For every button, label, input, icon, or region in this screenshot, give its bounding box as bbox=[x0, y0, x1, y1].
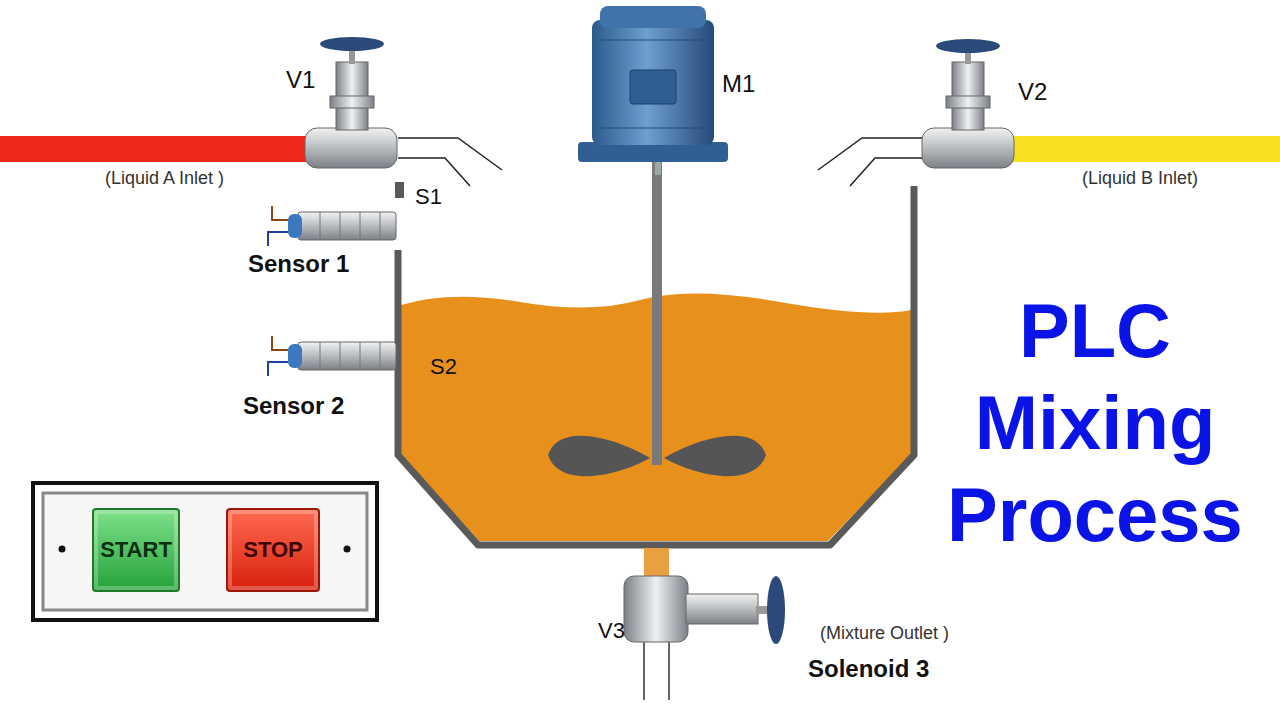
gate-valve bbox=[922, 39, 1014, 168]
motor-m1 bbox=[630, 70, 676, 104]
proximity-sensor bbox=[288, 344, 302, 368]
gate-valve bbox=[922, 128, 1014, 168]
part-name: S1 bbox=[415, 184, 442, 209]
outlet-pipe bbox=[668, 640, 670, 700]
inlet-duct bbox=[850, 158, 922, 186]
solenoid-valve bbox=[624, 576, 688, 642]
solenoid-valve bbox=[756, 606, 768, 614]
proximity-sensor bbox=[268, 206, 396, 246]
control-panel bbox=[59, 546, 66, 553]
proximity-sensor bbox=[320, 212, 380, 240]
part-name: V1 bbox=[286, 66, 315, 94]
gate-valve bbox=[305, 37, 397, 168]
part-name: V2 bbox=[1018, 78, 1047, 106]
impeller-blade bbox=[548, 436, 650, 476]
part-name: S2 bbox=[430, 354, 457, 379]
valve-name: Solenoid 3 bbox=[808, 655, 929, 683]
control-panel bbox=[33, 483, 377, 620]
motor-m1 bbox=[578, 6, 728, 175]
gate-valve bbox=[305, 128, 397, 168]
solenoid-valve bbox=[767, 576, 785, 644]
mixer-shaft bbox=[652, 160, 662, 465]
title: PLC Mixing Process bbox=[925, 285, 1265, 561]
proximity-sensor bbox=[268, 336, 396, 376]
proximity-sensor bbox=[340, 212, 341, 240]
proximity-sensor bbox=[298, 212, 396, 240]
motor-m1 bbox=[600, 40, 706, 41]
button-label: STOP bbox=[243, 537, 303, 563]
control-panel bbox=[344, 546, 351, 553]
motor-m1 bbox=[600, 6, 706, 28]
proximity-sensor bbox=[360, 212, 361, 240]
proximity-sensor bbox=[340, 342, 341, 370]
part-name: M1 bbox=[722, 70, 755, 98]
outlet-pipe bbox=[644, 548, 669, 578]
outlet-note: (Mixture Outlet ) bbox=[820, 623, 949, 644]
proximity-sensor bbox=[380, 342, 381, 370]
proximity-sensor bbox=[360, 342, 361, 370]
liquid-b-pipe bbox=[1012, 136, 1280, 162]
button-label: START bbox=[100, 537, 172, 563]
proximity-sensor bbox=[272, 206, 288, 220]
stop-button: STOP bbox=[226, 508, 320, 592]
gate-valve bbox=[330, 96, 374, 108]
impeller-blade bbox=[664, 436, 766, 476]
control-panel bbox=[33, 483, 377, 620]
inlet-note: (Liquid A Inlet ) bbox=[105, 168, 224, 189]
inlet-note: (Liquid B Inlet) bbox=[1082, 168, 1198, 189]
outlet-pipe bbox=[643, 640, 645, 700]
solenoid-valve bbox=[686, 594, 758, 624]
gate-valve bbox=[946, 96, 990, 108]
inlet-duct bbox=[398, 138, 502, 170]
liquid-a-pipe bbox=[0, 136, 308, 162]
sensor-name: Sensor 1 bbox=[248, 250, 349, 278]
sensor-name: Sensor 2 bbox=[243, 392, 344, 420]
inlet-duct bbox=[398, 158, 470, 186]
proximity-sensor bbox=[298, 342, 396, 370]
part-name: V3 bbox=[598, 618, 625, 643]
tank-tab bbox=[395, 182, 404, 198]
inlet-duct bbox=[818, 138, 922, 170]
motor-m1 bbox=[600, 128, 706, 129]
solenoid-valve bbox=[624, 576, 785, 644]
proximity-sensor bbox=[288, 214, 302, 238]
gate-valve bbox=[936, 39, 1000, 53]
proximity-sensor bbox=[268, 232, 288, 246]
motor-m1 bbox=[592, 20, 714, 145]
proximity-sensor bbox=[320, 212, 321, 240]
proximity-sensor bbox=[272, 336, 288, 350]
proximity-sensor bbox=[380, 212, 381, 240]
proximity-sensor bbox=[268, 362, 288, 376]
proximity-sensor bbox=[320, 342, 321, 370]
control-panel bbox=[43, 493, 367, 610]
start-button: START bbox=[92, 508, 180, 592]
proximity-sensor bbox=[320, 342, 380, 370]
gate-valve bbox=[320, 37, 384, 51]
